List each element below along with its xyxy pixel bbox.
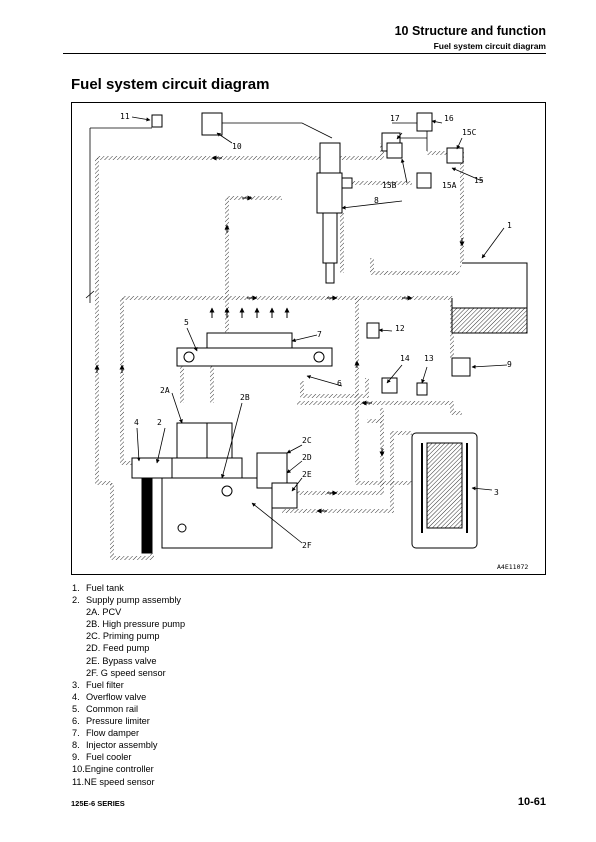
callout-15a: 15A — [442, 181, 457, 190]
signal-lines — [85, 122, 428, 303]
callout-13: 13 — [424, 354, 434, 363]
legend-item: 7.Flow damper — [72, 728, 140, 739]
callout-3: 3 — [494, 488, 499, 497]
callout-2: 2 — [157, 418, 162, 427]
callout-2f: 2F — [302, 541, 312, 550]
diagram-code: A4E11072 — [497, 563, 528, 571]
callout-15b: 15B — [382, 181, 397, 190]
legend-subitem: 2F. G speed sensor — [86, 667, 166, 678]
fuel-circuit-diagram-svg: 1 2 2A 2B 2C 2D 2E 2F 3 4 5 6 7 8 9 11 1… — [85, 112, 528, 571]
legend-item: 1.Fuel tank — [72, 583, 124, 593]
header-rule — [63, 53, 546, 55]
callout-4: 4 — [134, 418, 139, 427]
callout-6: 6 — [337, 379, 342, 388]
callout-14: 14 — [400, 354, 410, 363]
callout-1: 1 — [507, 221, 512, 230]
legend-item: 11.NE speed sensor — [72, 776, 155, 787]
callout-labels: 1 2 2A 2B 2C 2D 2E 2F 3 4 5 6 7 8 9 11 1… — [120, 112, 528, 571]
callout-17: 17 — [390, 114, 400, 123]
supply-pump-assembly — [131, 422, 298, 554]
legend-item: 8.Injector assembly — [72, 740, 158, 751]
legend-item: 6.Pressure limiter — [72, 716, 150, 727]
fuel-tank — [451, 262, 528, 334]
page-number: 10-61 — [517, 796, 546, 808]
legend-subitem: 2A. PCV — [86, 607, 122, 618]
legend-item: 9.Fuel cooler — [72, 752, 132, 763]
callout-9: 9 — [507, 360, 512, 369]
flow-arrows — [94, 155, 465, 514]
callout-2c: 2C — [302, 436, 312, 445]
callout-16: 16 — [444, 114, 454, 123]
callout-2e: 2E — [302, 470, 312, 479]
legend-item: 2.Supply pump assembly — [72, 595, 181, 606]
callout-2b: 2B — [240, 393, 250, 402]
page-title: Fuel system circuit diagram — [71, 76, 270, 93]
legend-subitem: 2D. Feed pump — [86, 643, 150, 654]
callout-8: 8 — [374, 196, 379, 205]
subsection-title: Fuel system circuit diagram — [433, 41, 546, 51]
legend-item: 10.Engine controller — [72, 764, 154, 775]
section-title: 10 Structure and function — [394, 24, 546, 38]
legend: 1.Fuel tank 2.Supply pump assembly 2A. P… — [72, 582, 185, 788]
legend-item: 3.Fuel filter — [72, 679, 124, 690]
fuel-lines — [95, 143, 464, 560]
injector-assembly — [316, 142, 353, 284]
fuel-filter — [411, 432, 478, 549]
callout-5: 5 — [184, 318, 189, 327]
callout-12: 12 — [395, 324, 405, 333]
legend-subitem: 2E. Bypass valve — [86, 655, 157, 666]
callout-7: 7 — [317, 330, 322, 339]
callout-11: 11 — [120, 112, 130, 121]
leader-lines — [131, 116, 508, 544]
callout-15: 15 — [474, 176, 484, 185]
callout-2d: 2D — [302, 453, 312, 462]
common-rail — [176, 332, 333, 367]
fuel-circuit-diagram: 1 2 2A 2B 2C 2D 2E 2F 3 4 5 6 7 8 9 11 1… — [71, 102, 546, 575]
callout-2a: 2A — [160, 386, 170, 395]
footer-series: 125E-6 SERIES — [71, 799, 125, 808]
callout-15c: 15C — [462, 128, 477, 137]
controllers-and-sensors — [151, 112, 471, 396]
legend-subitem: 2C. Priming pump — [86, 631, 160, 642]
legend-subitem: 2B. High pressure pump — [86, 619, 186, 630]
legend-item: 4.Overflow valve — [72, 691, 147, 702]
legend-item: 5.Common rail — [72, 703, 139, 714]
callout-10: 10 — [232, 142, 242, 151]
